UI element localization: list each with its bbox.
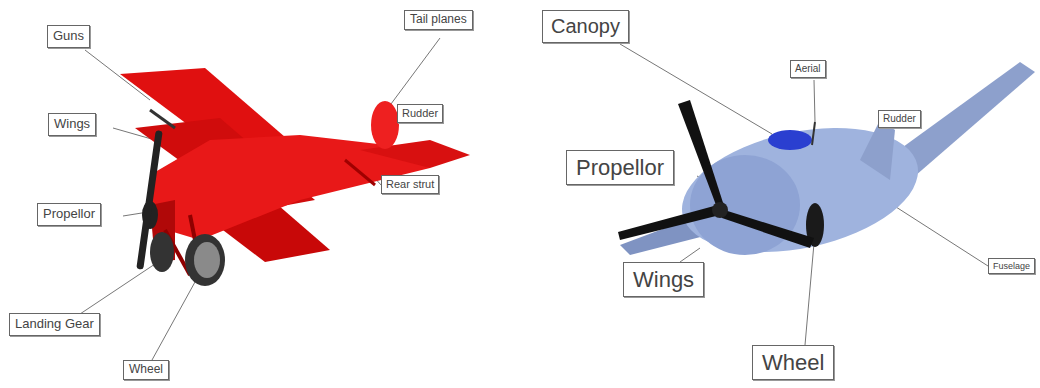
part-label: Propellor — [576, 155, 664, 180]
part-label: Rear strut — [386, 178, 434, 191]
callout-box: Wings — [48, 113, 96, 136]
callout-box: Tail planes — [404, 10, 473, 30]
callout-box: Wheel — [752, 345, 834, 380]
callout-box: Rear strut — [381, 175, 439, 194]
blue-fighter — [618, 62, 1035, 272]
part-label: Canopy — [551, 15, 620, 38]
part-label: Propellor — [43, 207, 95, 222]
callout-box: Aerial — [790, 60, 826, 78]
callout-box: Propellor — [566, 150, 674, 185]
callout-box: Rudder — [397, 104, 443, 123]
leader-lines — [80, 38, 988, 360]
callout-box: Wings — [623, 262, 704, 297]
part-label: Rudder — [883, 113, 916, 125]
callout-box: Fuselage — [988, 258, 1035, 274]
part-label: Rudder — [402, 107, 438, 120]
part-label: Wings — [633, 267, 694, 292]
part-label: Tail planes — [410, 13, 467, 27]
part-label: Guns — [53, 29, 84, 44]
callout-box: Wheel — [123, 360, 169, 380]
part-label: Aerial — [795, 63, 821, 75]
callout-box: Rudder — [878, 110, 921, 128]
callout-box: Guns — [47, 25, 90, 48]
red-triplane — [120, 68, 470, 286]
callout-box: Canopy — [542, 10, 629, 43]
part-label: Wheel — [762, 350, 824, 375]
callout-box: Landing Gear — [9, 313, 100, 336]
part-label: Wings — [54, 117, 90, 132]
callout-box: Propellor — [37, 203, 101, 226]
part-label: Wheel — [129, 363, 163, 377]
part-label: Landing Gear — [15, 317, 94, 332]
part-label: Fuselage — [993, 261, 1030, 271]
